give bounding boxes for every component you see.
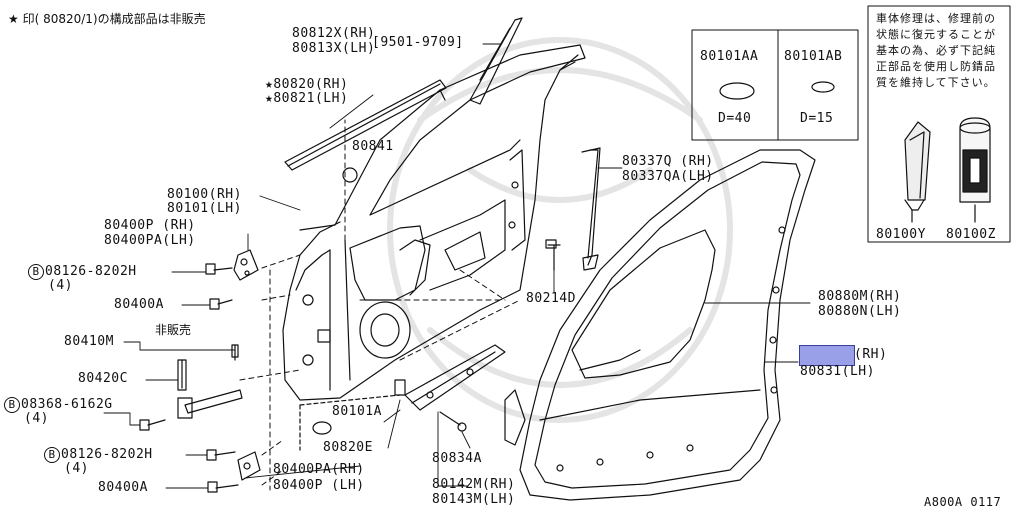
label-80143M: 80143M(LH) <box>432 492 516 507</box>
label-80400PA-rh: 80400PA(RH) <box>273 462 365 477</box>
label-80880M: 80880M(RH) <box>818 289 902 304</box>
label-80101AB: 80101AB <box>784 49 843 64</box>
label-80100Y: 80100Y <box>876 227 926 242</box>
label-d40: D=40 <box>718 111 752 126</box>
label-not-for-sale: 非販売 <box>155 323 192 337</box>
repair-note-text: 車体修理は、修理前の状態に復元することが基本の為、必ず下記純正部品を使用し防錆品… <box>876 12 996 89</box>
label-80820: ★80820(RH) <box>265 77 349 92</box>
label-80880N: 80880N(LH) <box>818 304 902 319</box>
header-note: ★ 印( 80820/1)の構成部品は非販売 <box>8 12 206 26</box>
bolt-code: 08126-8202H <box>45 264 137 279</box>
bolt-80214D <box>545 239 561 271</box>
label-80400P: 80400P (RH) <box>104 218 196 233</box>
label-80400PA: 80400PA(LH) <box>104 233 196 248</box>
label-bolt-qty-lower: (4) <box>64 461 89 476</box>
label-80337Q: 80337Q (RH) <box>622 154 714 169</box>
plug-80101A <box>312 421 332 435</box>
division-channel <box>581 147 601 271</box>
label-80831: 80831(LH) <box>800 364 875 379</box>
bolt-code: 08126-8202H <box>61 447 153 462</box>
label-80142M: 80142M(RH) <box>432 477 516 492</box>
sealer-tube-icon <box>904 121 931 223</box>
label-80400A-lower: 80400A <box>98 480 148 495</box>
sash-channel <box>469 17 523 105</box>
label-80820E: 80820E <box>323 440 373 455</box>
label-80101A: 80101A <box>332 404 382 419</box>
label-80214D: 80214D <box>526 291 576 306</box>
repair-note-box <box>867 5 1011 243</box>
check-link <box>139 344 243 431</box>
label-80830-rh: (RH) <box>854 347 888 362</box>
plug-options-box <box>691 29 859 141</box>
leader-lines <box>103 43 811 489</box>
assembly-dashed-lines <box>239 119 521 491</box>
bolt-symbol-icon: B <box>44 447 60 463</box>
label-80400P-lh: 80400P (LH) <box>273 478 365 493</box>
bolt-symbol-icon: B <box>28 264 44 280</box>
label-80841: 80841 <box>352 139 394 154</box>
label-80812X: 80812X(RH) <box>292 26 376 41</box>
spray-can-icon <box>959 117 991 223</box>
label-bolt-qty-middle: (4) <box>24 411 49 426</box>
label-80400A-upper: 80400A <box>114 297 164 312</box>
label-bolt-qty-upper: (4) <box>48 278 73 293</box>
plug-40-icon <box>719 82 755 100</box>
plug-15-icon <box>811 81 835 93</box>
highlighted-part-80830[interactable] <box>799 345 855 366</box>
label-d15: D=15 <box>800 111 834 126</box>
label-80100: 80100(RH) <box>167 187 242 202</box>
plug-80101A-box <box>299 394 401 451</box>
lower-hinge <box>206 449 261 493</box>
label-date-range: [9501-9709] <box>372 35 464 50</box>
label-80834A: 80834A <box>432 451 482 466</box>
label-80101: 80101(LH) <box>167 201 242 216</box>
label-80821: ★80821(LH) <box>265 91 349 106</box>
label-80813X: 80813X(LH) <box>292 41 376 56</box>
label-80410M: 80410M <box>64 334 114 349</box>
door-weatherstrip <box>504 149 816 501</box>
label-80100Z: 80100Z <box>946 227 996 242</box>
screw-80834A <box>439 411 467 432</box>
belt-moulding <box>284 79 447 171</box>
watermark-emblem <box>387 37 733 423</box>
label-80337QA: 80337QA(LH) <box>622 169 714 184</box>
label-80420C: 80420C <box>78 371 128 386</box>
footer-code: A800A 0117 <box>924 495 1002 509</box>
upper-hinge <box>205 249 259 310</box>
bolt-code: 08368-6162G <box>21 397 113 412</box>
label-80101AA: 80101AA <box>700 49 759 64</box>
bolt-symbol-icon: B <box>4 397 20 413</box>
door-check <box>394 344 506 411</box>
